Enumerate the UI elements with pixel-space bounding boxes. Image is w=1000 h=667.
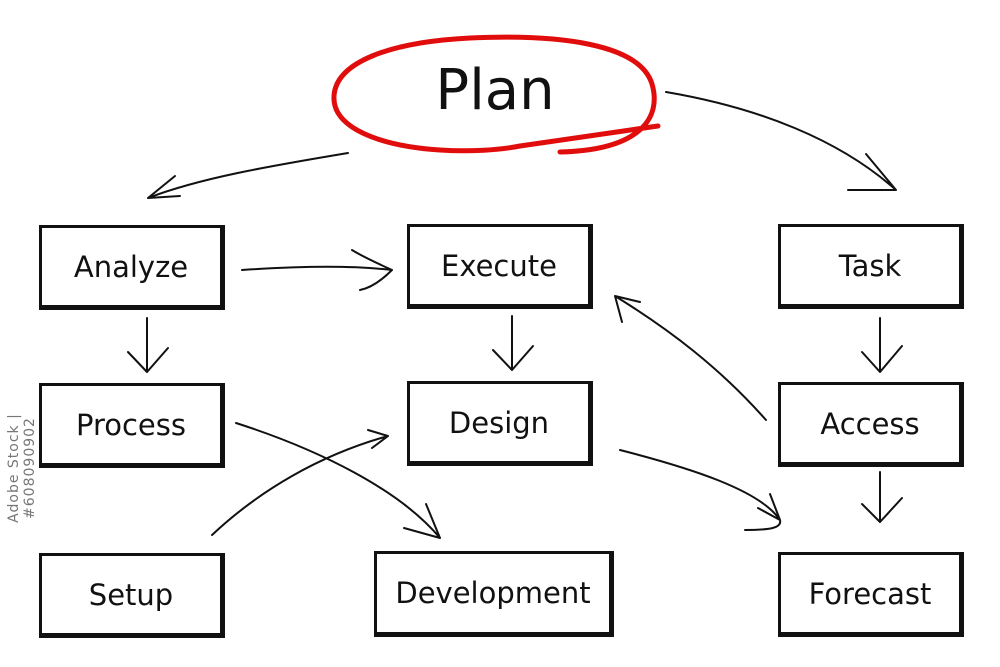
arrow-design-to-forecast — [619, 449, 782, 531]
box-execute-label: Execute — [441, 248, 557, 283]
box-forecast: Forecast — [778, 552, 964, 637]
arrow-setup-to-design — [211, 429, 389, 536]
arrow-process-to-development — [235, 422, 441, 539]
arrow-access-to-execute — [614, 295, 767, 421]
box-process-label: Process — [75, 407, 186, 442]
box-task: Task — [778, 224, 964, 309]
box-access-label: Access — [820, 406, 920, 441]
box-development: Development — [374, 551, 614, 637]
diagram-title: Plan — [435, 58, 555, 123]
box-analyze-label: Analyze — [73, 249, 189, 284]
box-development-label: Development — [395, 576, 591, 610]
box-design: Design — [407, 381, 593, 466]
arrow-task-to-access — [861, 317, 903, 373]
box-task-label: Task — [838, 248, 902, 283]
box-design-label: Design — [448, 405, 550, 440]
arrow-plan-to-analyze — [147, 152, 349, 199]
box-execute: Execute — [407, 224, 593, 309]
box-analyze: Analyze — [39, 225, 225, 310]
box-setup: Setup — [39, 553, 225, 638]
stock-id-watermark: Adobe Stock | #608090902 — [6, 413, 38, 523]
box-forecast-label: Forecast — [808, 576, 932, 611]
title-highlight-ring — [331, 34, 661, 155]
box-access: Access — [778, 382, 964, 467]
arrow-plan-to-task — [665, 91, 897, 191]
arrow-execute-to-design — [492, 315, 534, 371]
arrow-access-to-forecast — [861, 471, 903, 523]
box-setup-label: Setup — [88, 577, 174, 612]
box-process: Process — [39, 383, 225, 468]
arrow-analyze-to-execute — [241, 249, 393, 291]
arrow-analyze-to-process — [127, 317, 169, 373]
